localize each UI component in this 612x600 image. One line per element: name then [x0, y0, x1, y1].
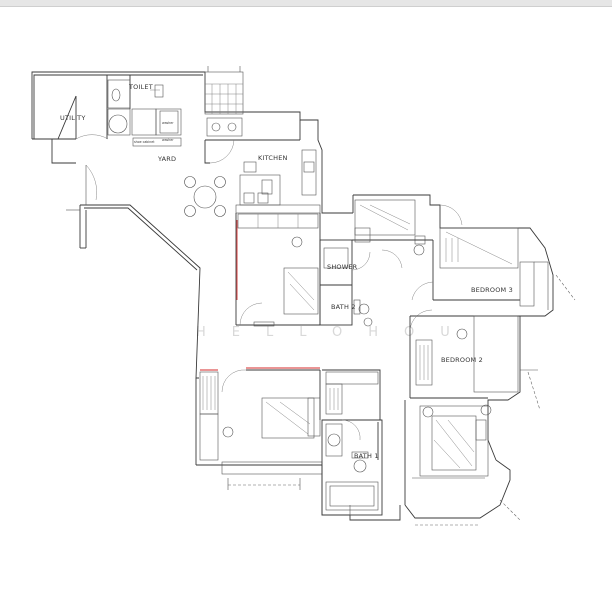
room-label-bedroom-2: BEDROOM 2 — [441, 356, 483, 364]
bedroom-2-area: BEDROOM 2 — [409, 309, 541, 411]
wardrobe-upper — [354, 199, 463, 256]
room-label-shower: SHOWER — [327, 263, 358, 271]
room-label-kitchen: KITCHEN — [258, 154, 288, 162]
room-label-bath-2: BATH 2 — [331, 303, 356, 311]
bed — [261, 397, 315, 439]
viewer-top-bar — [0, 0, 612, 7]
dining-table — [193, 185, 217, 209]
room-label-bedroom-3: BEDROOM 3 — [471, 286, 513, 294]
fixture-label-washer: washer — [162, 121, 174, 125]
fixture-label-shoe-cabinet: shoe cabinet — [134, 140, 155, 144]
bed — [473, 315, 519, 393]
fixture-label-dryer: washer — [162, 138, 174, 142]
master-bedroom-area — [404, 400, 492, 505]
room-label-bath-1: BATH 1 — [354, 452, 379, 460]
room-label-utility: UTILITY — [60, 114, 86, 122]
kitchen-area: KITCHEN — [204, 117, 321, 214]
bedroom-3-area: BEDROOM 3 — [381, 227, 576, 340]
bath-1-area: BATH 1 — [321, 369, 383, 516]
bedroom-upper-middle — [235, 213, 321, 327]
bed — [283, 267, 319, 315]
watermark-text: HELLOHOU — [196, 325, 476, 340]
bath-2-area: SHOWER BATH 2 — [319, 239, 373, 327]
master-bed — [419, 405, 489, 477]
bedroom-lower-left — [199, 367, 321, 461]
room-label-toilet: TOILET — [128, 83, 153, 91]
yard-dining-area: YARD — [85, 155, 226, 217]
lower-balconies — [349, 499, 521, 526]
utility-toilet-area: TOILET UTILITY shoe cabinet washer washe… — [60, 75, 182, 147]
room-label-yard: YARD — [157, 155, 176, 163]
